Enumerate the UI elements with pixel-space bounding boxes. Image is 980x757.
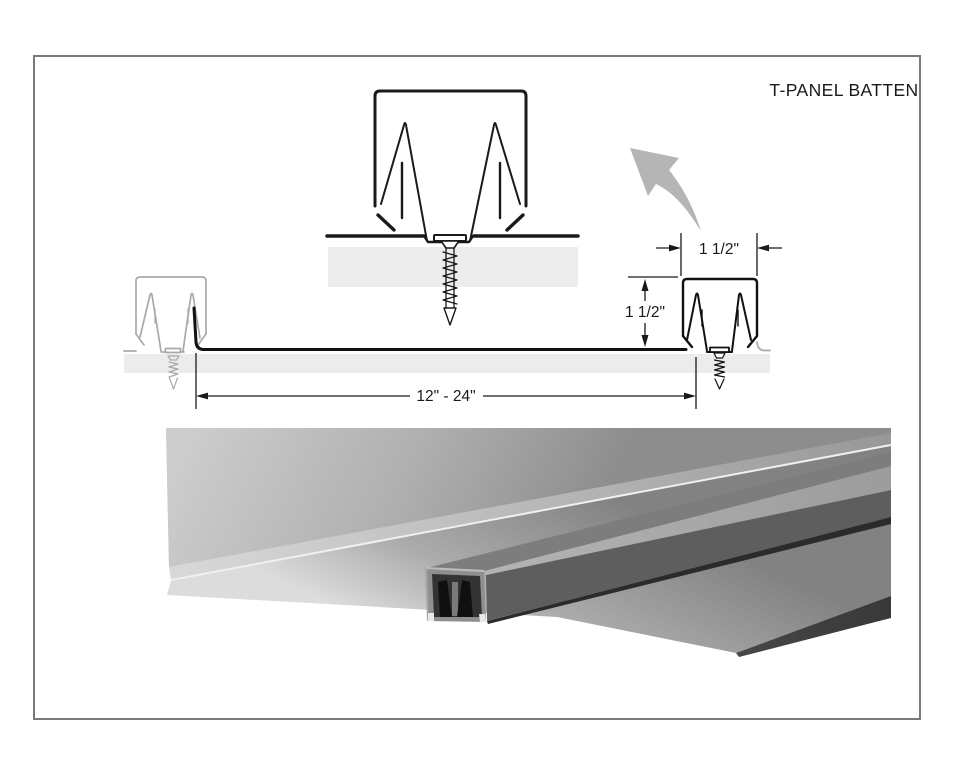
- ghost-screw: [167, 355, 180, 390]
- ghost-batten: [123, 276, 207, 390]
- dimension-height: 1 1/2": [625, 276, 678, 347]
- rotation-arrow-icon: [630, 148, 701, 231]
- batten-cap-profile: [373, 89, 528, 208]
- panel-front-fold: [736, 596, 891, 657]
- batten-far-side: [427, 452, 891, 571]
- panel-line: [192, 306, 688, 351]
- panel-leg-right: [469, 122, 521, 242]
- batten-elevation: [681, 277, 771, 390]
- panel-far-surface-lower: [166, 428, 891, 567]
- dim-width-label: 1 1/2": [699, 241, 739, 258]
- batten-cap-hem-left: [376, 213, 396, 232]
- render-3d: [166, 428, 892, 657]
- dim-height-label: 1 1/2": [625, 304, 665, 321]
- substrate: [124, 354, 770, 373]
- elevation-view: [123, 276, 771, 390]
- detail-view: [325, 89, 580, 326]
- ghost-panel-right: [756, 341, 771, 352]
- drawing-title: T-PANEL BATTEN: [769, 80, 918, 100]
- fastener-screw: [433, 234, 467, 326]
- substrate: [328, 247, 578, 287]
- panel-edge-rib: [169, 433, 891, 581]
- dimension-spacing: 12" - 24": [195, 353, 697, 409]
- batten-cap-hem-right: [505, 213, 525, 232]
- batten-hem-shadow: [487, 517, 891, 624]
- batten-screw: [713, 352, 726, 390]
- rib-highlight: [170, 444, 892, 581]
- batten-top-face: [484, 466, 891, 575]
- batten-near-side: [486, 490, 891, 621]
- dimension-width: 1 1/2": [656, 233, 782, 276]
- dim-spacing-label: 12" - 24": [416, 388, 475, 405]
- batten-front-face: [425, 567, 486, 622]
- panel-leg-left: [380, 122, 428, 242]
- sheet-border: [33, 55, 921, 720]
